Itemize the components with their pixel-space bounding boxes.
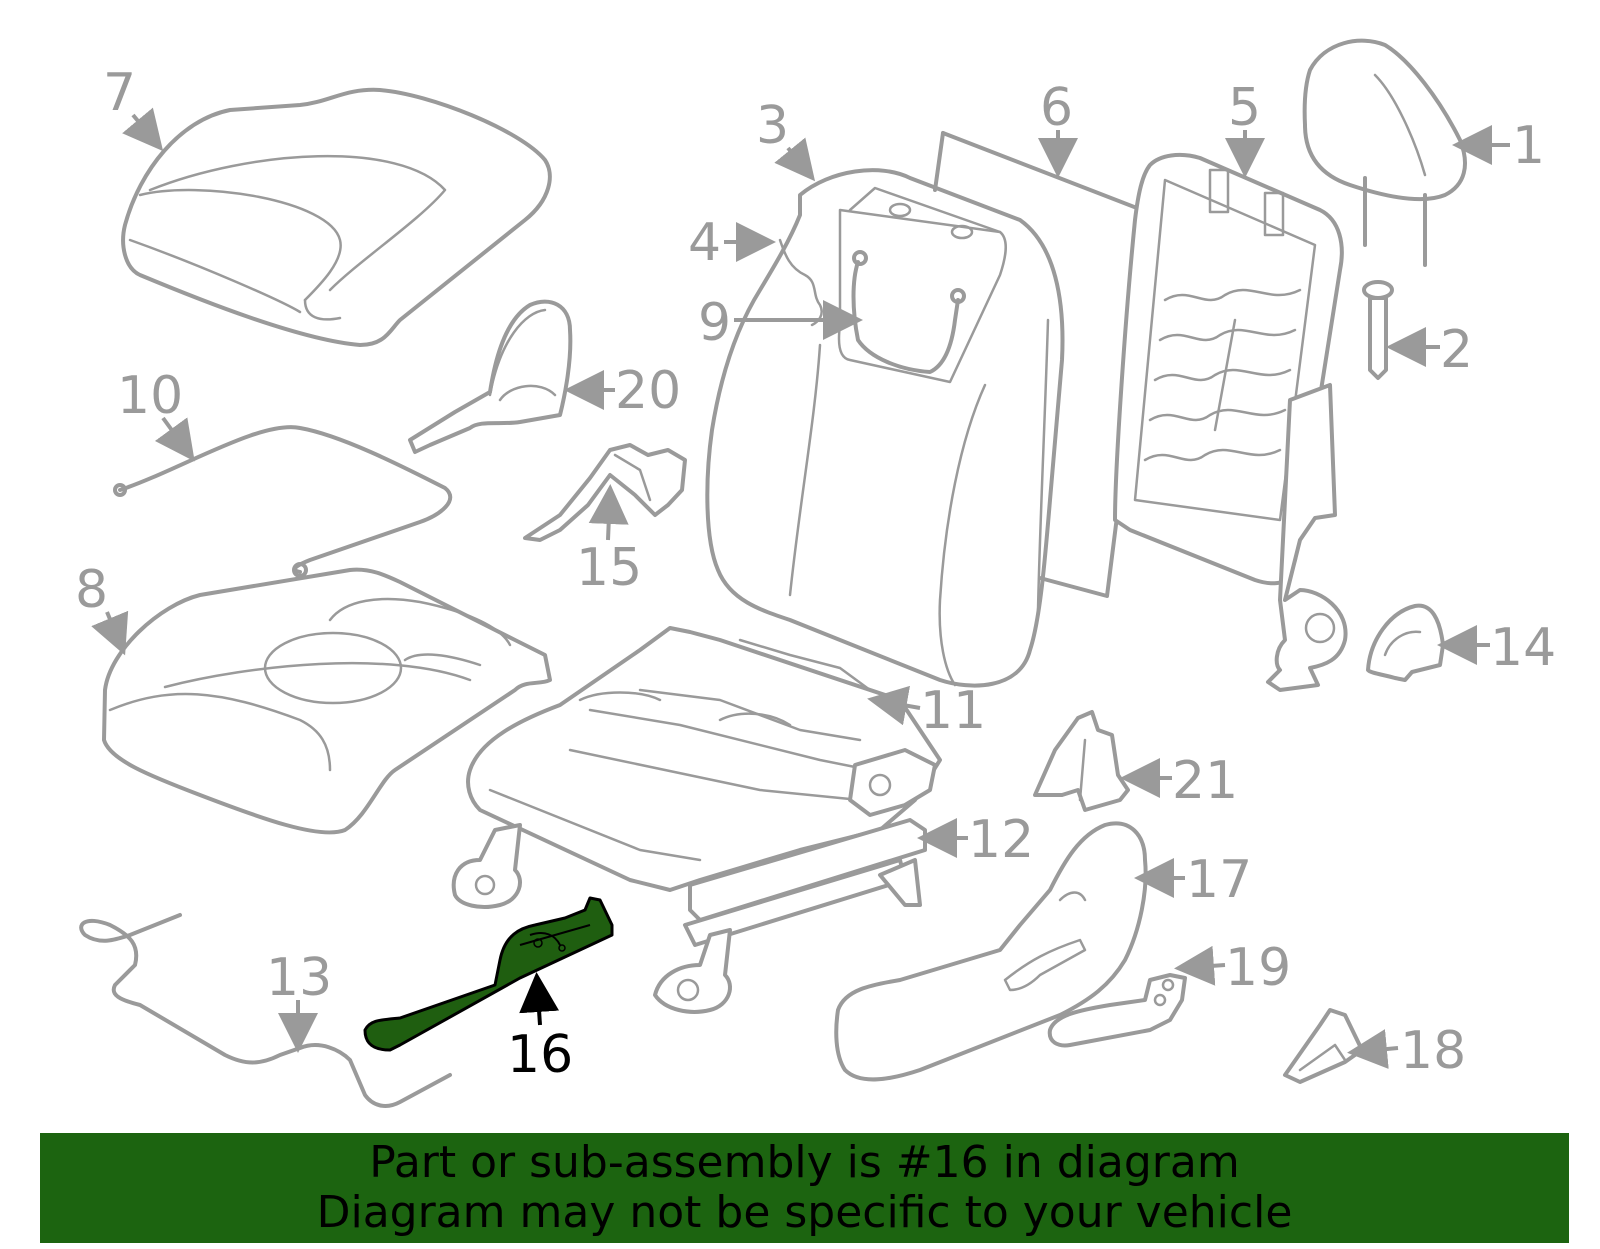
callout-11: 11 [920, 681, 986, 741]
part-10-wire [113, 425, 453, 578]
part-3-backrest-cushion [705, 168, 1065, 688]
callout-17: 17 [1186, 850, 1252, 910]
banner-line-1: Part or sub-assembly is #16 in diagram [369, 1137, 1240, 1188]
part-1-headrest [1302, 38, 1467, 267]
part-9-guide [851, 250, 966, 374]
callout-21: 21 [1172, 751, 1238, 811]
part-15-bracket [523, 443, 687, 542]
callout-6: 6 [1040, 78, 1073, 138]
callout-2: 2 [1440, 320, 1473, 380]
part-7-cushion-cover [121, 87, 552, 347]
part-17-side-shield [834, 821, 1148, 1082]
callout-18: 18 [1400, 1021, 1466, 1081]
part-4-trim [778, 238, 823, 327]
callout-1: 1 [1512, 116, 1545, 176]
banner-line-2: Diagram may not be specific to your vehi… [316, 1187, 1293, 1238]
callout-15: 15 [576, 538, 642, 598]
callout-3: 3 [756, 96, 789, 156]
callout-16: 16 [507, 1025, 573, 1085]
part-18-knob [1283, 1008, 1364, 1084]
callout-20: 20 [615, 361, 681, 421]
part-16-highlighted [363, 896, 614, 1052]
callout-4: 4 [688, 213, 721, 273]
part-14-cover [1366, 603, 1445, 682]
part-2-pin [1362, 280, 1394, 380]
callout-13: 13 [266, 948, 332, 1008]
callout-12: 12 [968, 810, 1034, 870]
part-8-cushion-pad [102, 567, 552, 835]
callout-10: 10 [117, 366, 183, 426]
leader-lines [91, 107, 1510, 1069]
part-13-rod [79, 913, 452, 1108]
info-banner: Part or sub-assembly is #16 in diagram D… [40, 1133, 1569, 1243]
part-12-seat-track [451, 818, 927, 1014]
callout-14: 14 [1490, 618, 1556, 678]
callout-7: 7 [103, 63, 136, 123]
callout-5: 5 [1228, 78, 1261, 138]
callout-8: 8 [75, 560, 108, 620]
callout-19: 19 [1225, 938, 1291, 998]
part-20-cover [408, 299, 573, 454]
part-5-backrest-frame [1113, 152, 1348, 692]
part-11-seat-frame [466, 626, 942, 892]
callout-9: 9 [698, 293, 731, 353]
callout-labels: 7 3 4 6 5 1 2 9 10 20 15 8 11 12 13 14 2… [75, 63, 1556, 1085]
part-21-bracket [1033, 710, 1130, 812]
